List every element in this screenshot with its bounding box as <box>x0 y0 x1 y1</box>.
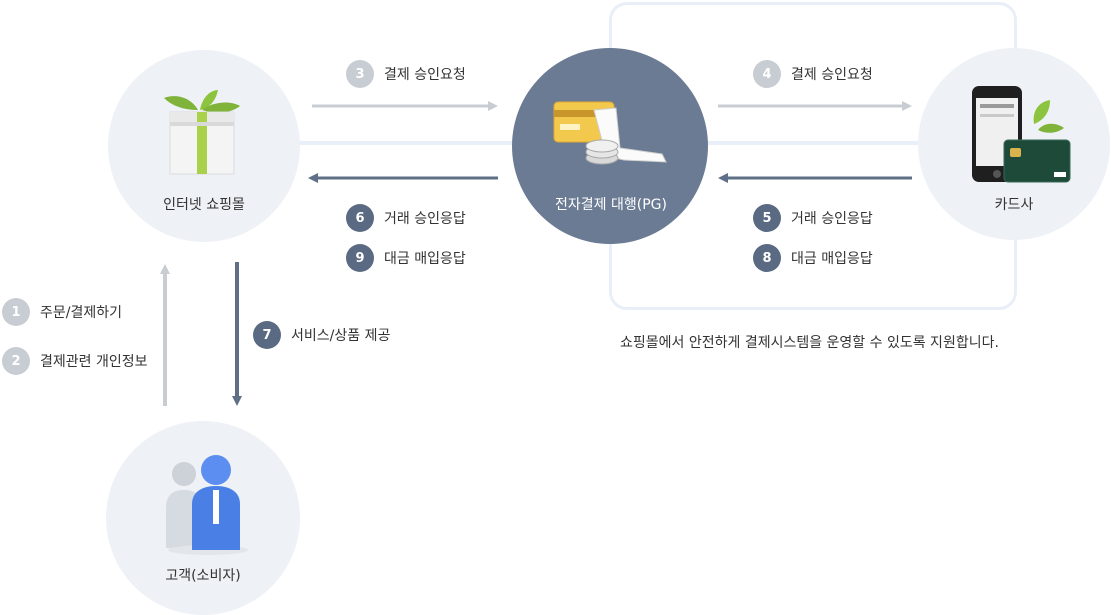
step-4-label: 결제 승인요청 <box>791 67 873 83</box>
customer-label: 고객(소비자) <box>165 568 241 584</box>
card-company-label: 카드사 <box>994 197 1034 213</box>
step-4: 4 결제 승인요청 <box>753 60 873 88</box>
step-9-label: 대금 매입응답 <box>384 251 466 267</box>
step-5-number: 5 <box>753 204 781 232</box>
people-icon <box>166 455 248 555</box>
step-6-label: 거래 승인응답 <box>384 211 466 227</box>
step-5-label: 거래 승인응답 <box>791 211 873 227</box>
step-7: 7 서비스/상품 제공 <box>253 321 390 349</box>
step-3-number: 3 <box>346 60 374 88</box>
shop-label: 인터넷 쇼핑몰 <box>163 197 245 213</box>
support-caption: 쇼핑몰에서 안전하게 결제시스템을 운영할 수 있도록 지원합니다. <box>620 335 999 351</box>
step-5: 5 거래 승인응답 <box>753 204 873 232</box>
smartphone-credit-card-icon <box>972 86 1071 183</box>
step-1-label: 주문/결제하기 <box>40 305 122 321</box>
payment-card-receipt-icon <box>553 101 667 165</box>
step-6: 6 거래 승인응답 <box>346 204 466 232</box>
step-3-label: 결제 승인요청 <box>384 67 466 83</box>
step-9: 9 대금 매입응답 <box>346 244 466 272</box>
gift-box-icon <box>164 90 240 175</box>
step-2-number: 2 <box>2 347 30 375</box>
step-7-number: 7 <box>253 321 281 349</box>
step-8: 8 대금 매입응답 <box>753 244 873 272</box>
pg-label: 전자결제 대행(PG) <box>555 197 667 213</box>
step-3: 3 결제 승인요청 <box>346 60 466 88</box>
step-1-number: 1 <box>2 298 30 326</box>
step-9-number: 9 <box>346 244 374 272</box>
step-6-number: 6 <box>346 204 374 232</box>
step-2: 2 결제관련 개인정보 <box>2 347 148 375</box>
step-2-label: 결제관련 개인정보 <box>40 354 148 370</box>
step-1: 1 주문/결제하기 <box>2 298 122 326</box>
step-8-number: 8 <box>753 244 781 272</box>
step-4-number: 4 <box>753 60 781 88</box>
step-8-label: 대금 매입응답 <box>791 251 873 267</box>
step-7-label: 서비스/상품 제공 <box>291 328 391 344</box>
